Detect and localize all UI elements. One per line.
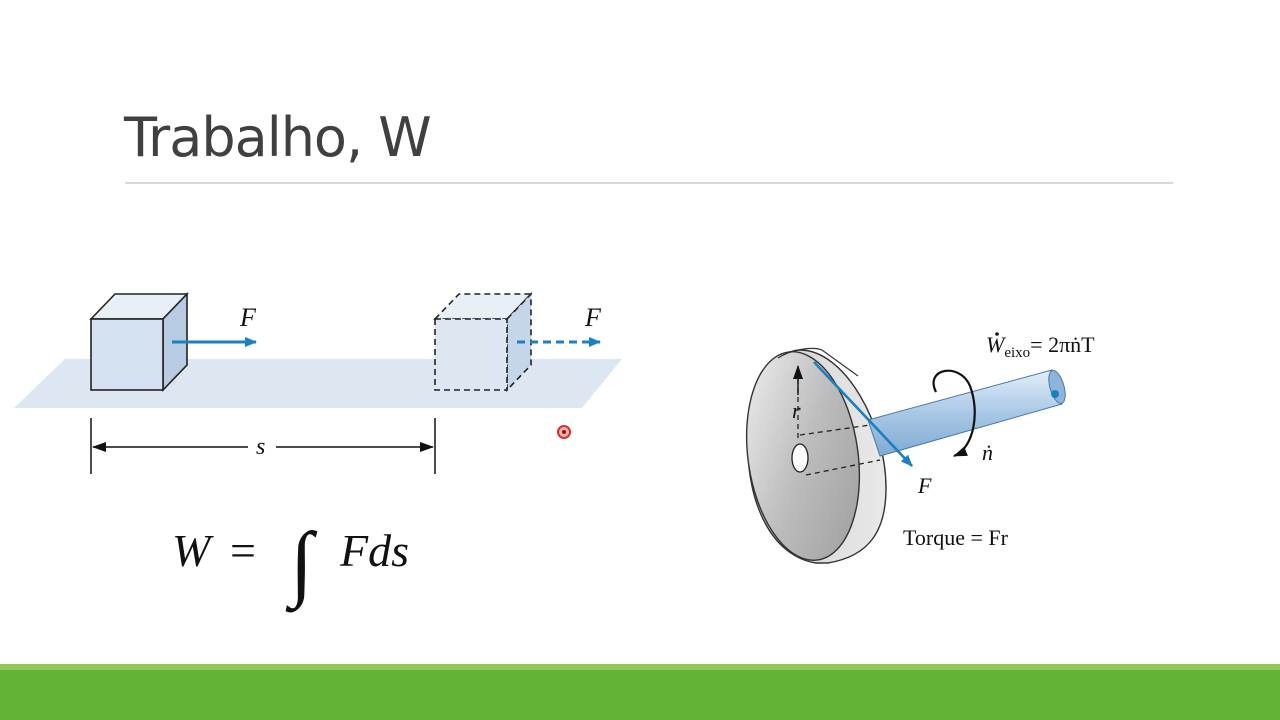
tangential-force-label: F (917, 473, 932, 498)
rotation-label: ṅ (982, 440, 993, 465)
torque-text: Torque = Fr (903, 525, 1009, 550)
block-start (89, 292, 189, 392)
block-end (433, 292, 533, 392)
footer-band-highlight (0, 664, 1280, 670)
radius-label: r (792, 398, 801, 423)
shaft (867, 369, 1063, 457)
shaft-torque-diagram: r F ṅ Weixo= 2πṅT Torque = Fr (745, 332, 1095, 564)
formula-equals: = (230, 525, 256, 576)
power-symbol: W (986, 332, 1006, 357)
force-label-end: F (584, 303, 602, 332)
block-displacement-diagram: F F s (14, 292, 622, 474)
work-formula: W = ∫ Fds (172, 516, 409, 613)
power-expression: = 2πṅT (1030, 332, 1095, 357)
shaft-power-formula: Weixo= 2πṅT (986, 332, 1095, 361)
formula-lhs: W (172, 525, 214, 576)
pointer-indicator (557, 425, 571, 439)
formula-integral-sign: ∫ (285, 516, 318, 613)
footer-band (0, 670, 1280, 720)
slide-title: Trabalho, W (124, 106, 432, 169)
rotation-arrow (932, 369, 976, 458)
displacement-label: s (256, 434, 265, 460)
title-divider (125, 182, 1173, 184)
power-dot (995, 332, 999, 336)
force-label-start: F (239, 303, 257, 332)
formula-integrand: Fds (339, 525, 409, 576)
tangential-force-arrow (813, 361, 913, 467)
power-subscript: eixo (1004, 345, 1030, 361)
